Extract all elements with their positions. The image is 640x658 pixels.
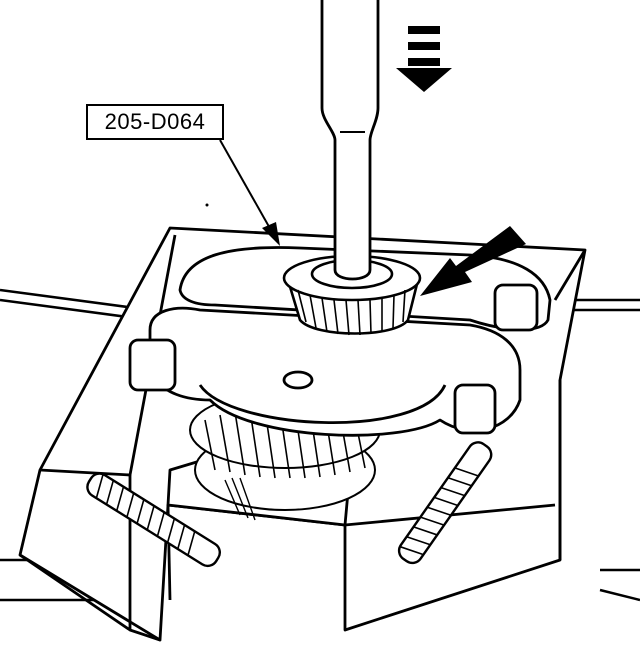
press-ram bbox=[320, 0, 380, 281]
callout-leader bbox=[219, 139, 280, 246]
down-arrow-icon bbox=[396, 26, 452, 92]
forcing-bolts bbox=[86, 441, 493, 568]
tool-number-label: 205-D064 bbox=[86, 104, 224, 140]
pointer-arrow-icon bbox=[420, 226, 526, 296]
stray-mark bbox=[205, 203, 209, 207]
